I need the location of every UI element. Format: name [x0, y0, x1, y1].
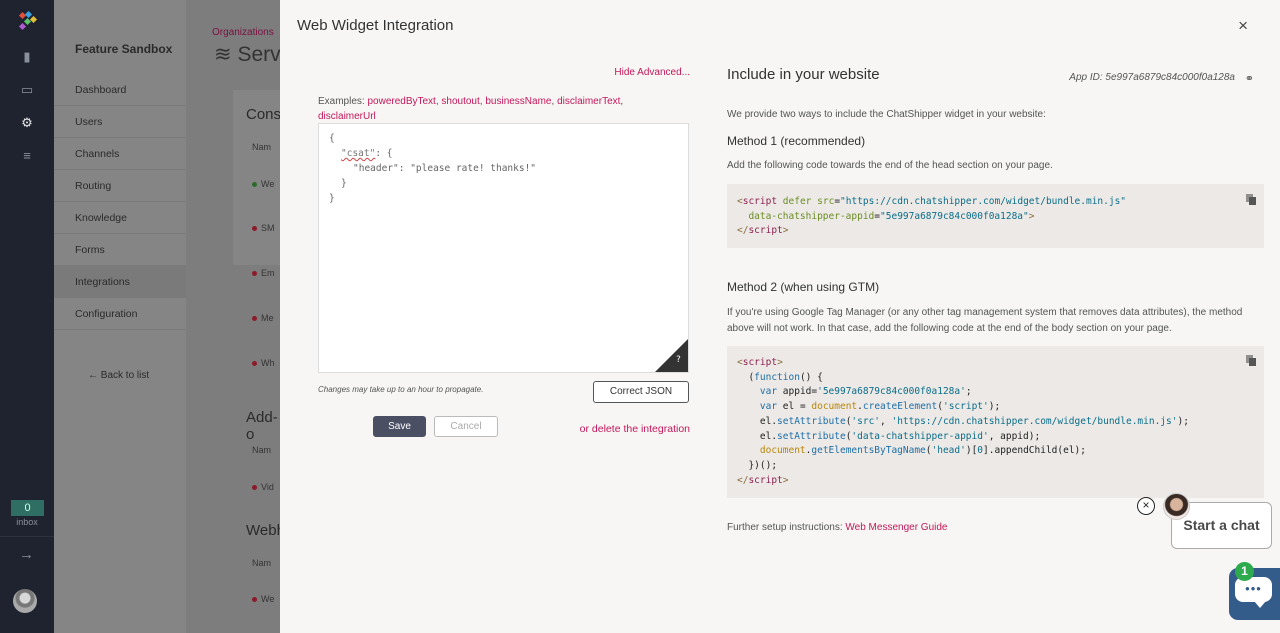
editor-line: } — [329, 193, 335, 204]
status-dot — [252, 226, 257, 231]
editor-help-corner[interactable] — [655, 339, 688, 372]
inbox-count-badge[interactable]: 0 — [11, 500, 44, 516]
correct-json-button[interactable]: Correct JSON — [593, 381, 689, 403]
org-title: Feature Sandbox — [75, 42, 173, 56]
section-heading-3: Webh — [246, 522, 285, 539]
row-label: We — [261, 594, 275, 604]
example-link-shoutout[interactable]: shoutout — [441, 96, 480, 107]
expand-arrow-icon[interactable]: → — [19, 546, 34, 563]
examples-prefix: Examples: — [318, 96, 368, 107]
method2-code-block[interactable]: <script> (function() { var appid='5e997a… — [727, 346, 1264, 498]
example-link-businessname[interactable]: businessName — [485, 96, 552, 107]
section-heading-2: Add-o — [246, 409, 278, 443]
settings-subnav: Feature Sandbox Dashboard Users Channels… — [54, 0, 186, 633]
breadcrumb[interactable]: Organizations — [212, 27, 274, 38]
database-icon[interactable]: ≡ — [23, 148, 31, 163]
page-title-text: Serv — [237, 43, 281, 66]
help-icon[interactable]: ? — [675, 355, 681, 365]
examples-line: Examples: poweredByText, shoutout, busin… — [318, 96, 624, 122]
status-dot — [252, 271, 257, 276]
close-icon[interactable]: × — [1238, 16, 1248, 35]
propagate-note: Changes may take up to an hour to propag… — [318, 385, 484, 394]
section-heading-1: Cons — [246, 106, 282, 123]
subnav-item-routing[interactable]: Routing — [54, 170, 186, 202]
table-row[interactable]: Me — [252, 313, 274, 323]
chat-bubble-tail — [1254, 601, 1266, 608]
status-dot — [252, 361, 257, 366]
subnav-item-users[interactable]: Users — [54, 106, 186, 138]
app-id-label: App ID: 5e997a6879c84c000f0a128a — [1069, 72, 1235, 83]
example-link-disclaimertext[interactable]: disclaimerText — [557, 96, 621, 107]
cancel-button[interactable]: Cancel — [434, 416, 498, 437]
method1-description: Add the following code towards the end o… — [727, 160, 1053, 171]
app-logo-icon[interactable] — [18, 11, 38, 31]
row-label: Me — [261, 313, 274, 323]
copy-icon[interactable] — [1246, 194, 1256, 205]
subnav-item-integrations[interactable]: Integrations — [54, 266, 186, 298]
row-label: SM — [261, 223, 275, 233]
subnav-item-configuration[interactable]: Configuration — [54, 298, 186, 330]
conversations-icon[interactable]: ▭ — [20, 82, 34, 97]
web-widget-modal: Web Widget Integration × Hide Advanced..… — [280, 0, 1280, 633]
method1-title: Method 1 (recommended) — [727, 134, 866, 148]
row-label: We — [261, 179, 275, 189]
back-to-list-link[interactable]: ← Back to list — [88, 370, 150, 381]
editor-line: "header": "please rate! thanks!" — [353, 163, 537, 174]
row-label: Vid — [261, 482, 274, 492]
chat-bubble-icon — [1235, 577, 1272, 602]
table-row[interactable]: SM — [252, 223, 275, 233]
table-row[interactable]: We — [252, 594, 274, 604]
settings-gear-icon[interactable]: ⚙ — [21, 115, 33, 130]
delete-integration-link[interactable]: or delete the integration — [579, 423, 690, 435]
analytics-icon[interactable]: ▮ — [23, 49, 31, 64]
further-instructions: Further setup instructions: Web Messenge… — [727, 522, 947, 533]
editor-key-csat: "csat" — [341, 148, 376, 159]
status-dot — [252, 182, 257, 187]
layers-icon: ≋ — [214, 43, 238, 66]
editor-line: "csat": { — [341, 148, 393, 159]
example-link-disclaimerurl[interactable]: disclaimerUrl — [318, 111, 376, 122]
page-title: ≋ Serv — [214, 42, 281, 67]
example-link-poweredbytext[interactable]: poweredByText — [367, 96, 436, 107]
link-icon[interactable]: ⚭ — [1244, 73, 1254, 85]
further-prefix: Further setup instructions: — [727, 522, 846, 533]
status-dot — [252, 316, 257, 321]
chat-prompt-close-icon[interactable]: × — [1137, 497, 1155, 515]
unread-count-badge: 1 — [1235, 562, 1254, 581]
column-header-name-1: Nam — [252, 142, 272, 152]
row-label: Wh — [261, 358, 275, 368]
app-rail: ▮ ▭ ⚙ ≡ 0 inbox → — [0, 0, 54, 633]
modal-title: Web Widget Integration — [297, 17, 454, 34]
hide-advanced-link[interactable]: Hide Advanced... — [614, 67, 690, 78]
json-editor[interactable]: { "csat": { "header": "please rate! than… — [318, 123, 689, 373]
row-label: Em — [261, 268, 275, 278]
web-messenger-guide-link[interactable]: Web Messenger Guide — [845, 522, 948, 533]
method2-description: If you're using Google Tag Manager (or a… — [727, 307, 1243, 334]
rail-divider — [0, 536, 54, 537]
agent-avatar — [1163, 493, 1190, 520]
save-button[interactable]: Save — [373, 416, 426, 437]
subnav-item-knowledge[interactable]: Knowledge — [54, 202, 186, 234]
intro-text: We provide two ways to include the ChatS… — [727, 109, 1046, 120]
column-header-name-2: Nam — [252, 445, 272, 455]
editor-line: } — [341, 178, 347, 189]
inbox-label: inbox — [16, 517, 38, 527]
table-row[interactable]: We — [252, 179, 274, 189]
method2-title: Method 2 (when using GTM) — [727, 280, 880, 294]
status-dot — [252, 485, 257, 490]
background-page: Organizations ≋ Serv Cons Nam We SM Em M… — [186, 0, 293, 633]
subnav-item-dashboard[interactable]: Dashboard — [54, 74, 186, 106]
table-row[interactable]: Wh — [252, 358, 275, 368]
include-heading: Include in your website — [727, 66, 880, 83]
status-dot — [252, 597, 257, 602]
table-row[interactable]: Vid — [252, 482, 274, 492]
table-row[interactable]: Em — [252, 268, 275, 278]
column-header-name-3: Nam — [252, 558, 272, 568]
copy-icon[interactable] — [1246, 355, 1256, 366]
method1-code-block[interactable]: <script defer src="https://cdn.chatshipp… — [727, 184, 1264, 248]
subnav-item-forms[interactable]: Forms — [54, 234, 186, 266]
editor-line: { — [329, 133, 335, 144]
subnav-item-channels[interactable]: Channels — [54, 138, 186, 170]
user-avatar[interactable] — [13, 589, 37, 613]
